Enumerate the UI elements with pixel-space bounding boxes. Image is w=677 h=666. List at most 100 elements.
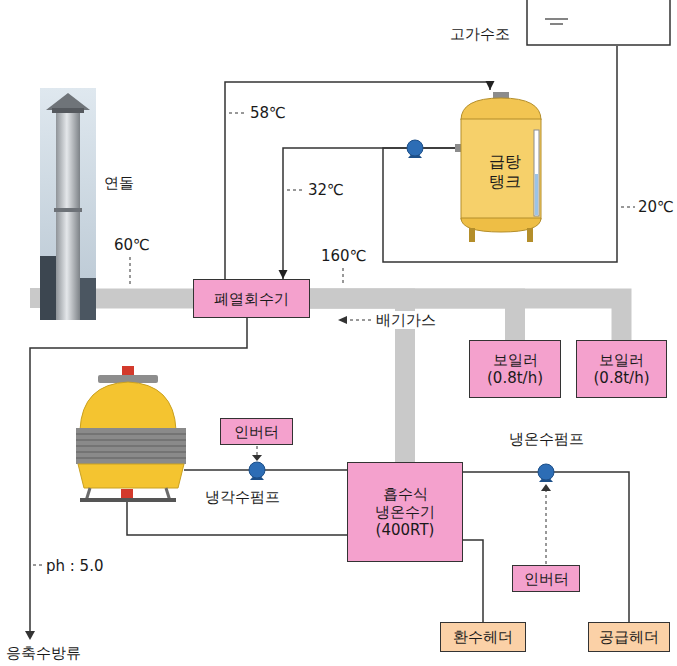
outlet-label: 응축수방류 [6,644,81,662]
connector-line [96,289,193,309]
arrowhead [279,270,288,279]
process-box: 폐열회수기 [193,279,310,318]
node-text: 공급헤더 [599,628,659,646]
tank-dome [461,98,541,120]
building [40,256,56,320]
pump-body [538,464,554,480]
drain-arrowhead [25,631,35,640]
louvre [76,433,186,434]
leader-line [343,268,344,286]
node-text: 고가수조 [450,25,510,43]
control-line [546,491,547,564]
process-box: 인버터 [220,418,293,445]
flow-label: 배기가스 [374,311,438,329]
leader-line [621,207,635,208]
leader-line [33,565,44,566]
drain-pipe [30,318,247,633]
temperature-label: 58℃ [250,104,286,122]
cooling-supply-pipe [184,469,348,471]
pipe-connector [463,540,483,622]
node-text: 급탕탱크 [489,152,524,192]
water-level [550,23,563,24]
connector-line [383,46,617,262]
tower-dome [80,382,176,430]
process-box: 흡수식 냉온수기 (400RT) [347,462,463,562]
pump-label: 냉각수펌프 [205,488,280,506]
leader-line [287,190,305,191]
sight-glass [534,130,539,216]
temperature-label: 32℃ [308,181,344,199]
pump-body [249,462,265,478]
note-label: ph : 5.0 [46,557,103,575]
tower-basin [78,464,184,488]
node-text: 인버터 [234,423,279,441]
connector-line [463,472,629,622]
pipe-connector [279,148,456,279]
node-text: 폐열회수기 [214,290,289,308]
chimney-pole [56,112,80,320]
connector-line [225,82,490,279]
header-box: 환수헤더 [440,622,526,652]
pump-body [407,140,423,156]
process-box: 보일러 (0.8t/h) [469,340,561,398]
leader-lines [33,113,635,565]
building [80,278,96,320]
pipe-connector [225,81,495,279]
node-text: 흡수식 냉온수기 (400RT) [352,485,458,539]
tower-outlet [121,489,133,498]
leader-line [130,257,131,286]
tank-body [461,119,541,219]
chimney-band [54,208,82,212]
pump-label: 냉온수펌프 [509,430,584,448]
louvre-band [76,428,186,464]
temperature-label: 60℃ [114,236,150,254]
control-line [257,446,258,455]
header-box: 공급헤더 [588,622,670,652]
chimney-cap [46,93,90,110]
tank-wall [527,0,670,45]
louvre [76,457,186,458]
node-text: 보일러 (0.8t/h) [474,351,556,387]
connector-line [463,540,483,622]
tower-base [80,498,176,502]
control-arrowhead [252,455,262,461]
node-text: 연돌 [104,174,134,192]
louvre [76,451,186,452]
louvres [76,434,186,458]
louvre [76,445,186,446]
condensate-line [25,318,247,640]
temperature-label: 160℃ [321,247,366,265]
process-box: 인버터 [512,565,580,592]
exhaust-arrowhead [338,316,347,324]
temperature-label: 20℃ [638,198,674,216]
chimney: 연돌 [40,88,96,320]
pump-symbol [538,464,554,482]
louvre [76,439,186,440]
node-text: 환수헤더 [453,628,513,646]
connector-line [283,148,455,279]
tank-leg [527,228,533,242]
chimney-picture [40,88,96,320]
leader-line [346,320,371,321]
process-box: 보일러 (0.8t/h) [576,340,667,398]
pump-symbol [407,140,423,158]
water-level [545,18,568,19]
node-text: 인버터 [524,570,569,588]
chimney-rim [52,108,84,113]
arrowhead [486,81,495,90]
fan-motor [122,366,134,376]
pump-symbol [249,462,265,480]
cooling-return-pipe [127,502,348,535]
leader-line [229,113,246,114]
sight-level [535,174,538,215]
hot-water-tank: 급탕탱크 [455,90,547,242]
pipe-connector [383,46,617,262]
pipe-connector [463,472,629,622]
node-text: 보일러 (0.8t/h) [581,351,662,387]
cooling-tower [76,366,186,502]
tank-leg [469,228,475,242]
sky [40,88,96,320]
control-arrowhead [541,484,551,491]
